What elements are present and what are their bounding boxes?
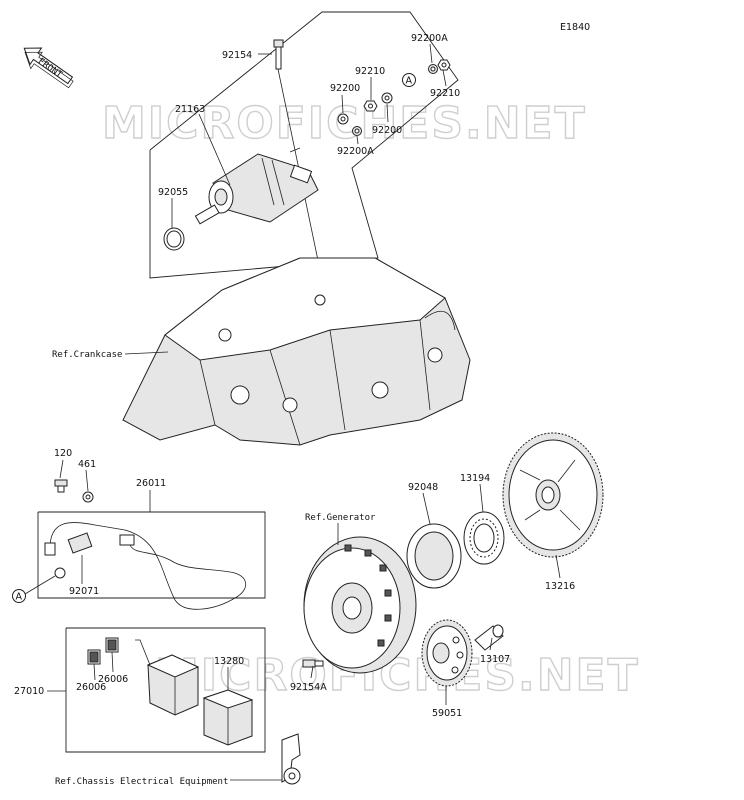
label-461: 461	[78, 459, 96, 470]
starter-motor-21163	[194, 147, 319, 225]
nut-92210-left	[363, 100, 378, 112]
idler-gear-59051	[421, 619, 473, 687]
label-92055: 92055	[158, 187, 188, 198]
nut-92210-right	[437, 59, 451, 71]
bolt-92154a	[302, 659, 324, 668]
front-arrow-icon: FRONT	[23, 47, 74, 89]
label-27010: 27010	[14, 686, 44, 697]
bearing-92048	[406, 523, 462, 589]
starter-group-box	[149, 11, 459, 279]
ref-crankcase: Ref.Crankcase	[52, 350, 122, 360]
clutch-13194	[463, 511, 505, 565]
callout-a-top: A	[406, 76, 413, 87]
fuse-26006-a	[87, 649, 101, 665]
label-13216: 13216	[545, 581, 575, 592]
label-92200-left: 92200	[330, 83, 360, 94]
label-92071: 92071	[69, 586, 99, 597]
label-21163: 21163	[175, 104, 205, 115]
label-92200-right: 92200	[372, 125, 402, 136]
label-92154: 92154	[222, 50, 252, 61]
relay-13280	[202, 689, 254, 746]
relay-group-box	[65, 627, 266, 753]
label-26006-a: 26006	[76, 682, 106, 693]
label-59051: 59051	[432, 708, 462, 719]
washer-92200-right	[381, 92, 393, 104]
chassis-bracket	[281, 733, 301, 785]
label-92200a-bottom: 92200A	[337, 146, 374, 157]
washer-92200a-top	[428, 64, 438, 74]
label-92210-left: 92210	[355, 66, 385, 77]
generator-rotor	[303, 536, 417, 674]
label-26006-b: 26006	[98, 674, 128, 685]
washer-92200a-bottom	[352, 126, 362, 136]
starter-gear-13216	[502, 432, 604, 558]
ref-chassis: Ref.Chassis Electrical Equipment	[55, 777, 228, 787]
bolt-120	[54, 479, 68, 493]
starter-relay	[135, 639, 200, 716]
shaft-13107	[474, 624, 504, 651]
label-92210-right: 92210	[430, 88, 460, 99]
front-label: FRONT	[36, 57, 64, 81]
fuse-26006-b	[105, 637, 119, 653]
washer-92200-left	[337, 113, 349, 125]
label-13107: 13107	[480, 654, 510, 665]
ref-generator: Ref.Generator	[305, 513, 376, 523]
crankcase	[122, 257, 471, 446]
bolt-92154	[273, 39, 321, 271]
label-92154a: 92154A	[290, 682, 327, 693]
label-13194: 13194	[460, 473, 490, 484]
washer-461	[82, 491, 94, 503]
diagram-id: E1840	[560, 22, 590, 33]
label-26011: 26011	[136, 478, 166, 489]
label-92200a-top: 92200A	[411, 33, 448, 44]
label-120: 120	[54, 448, 72, 459]
callout-a-top-icon: A	[402, 73, 416, 87]
callout-a-left: A	[16, 592, 23, 603]
callout-a-left-icon: A	[12, 589, 26, 603]
label-92048: 92048	[408, 482, 438, 493]
starter-cable-26011	[44, 522, 247, 610]
label-13280: 13280	[214, 656, 244, 667]
cable-group-box	[37, 511, 266, 599]
